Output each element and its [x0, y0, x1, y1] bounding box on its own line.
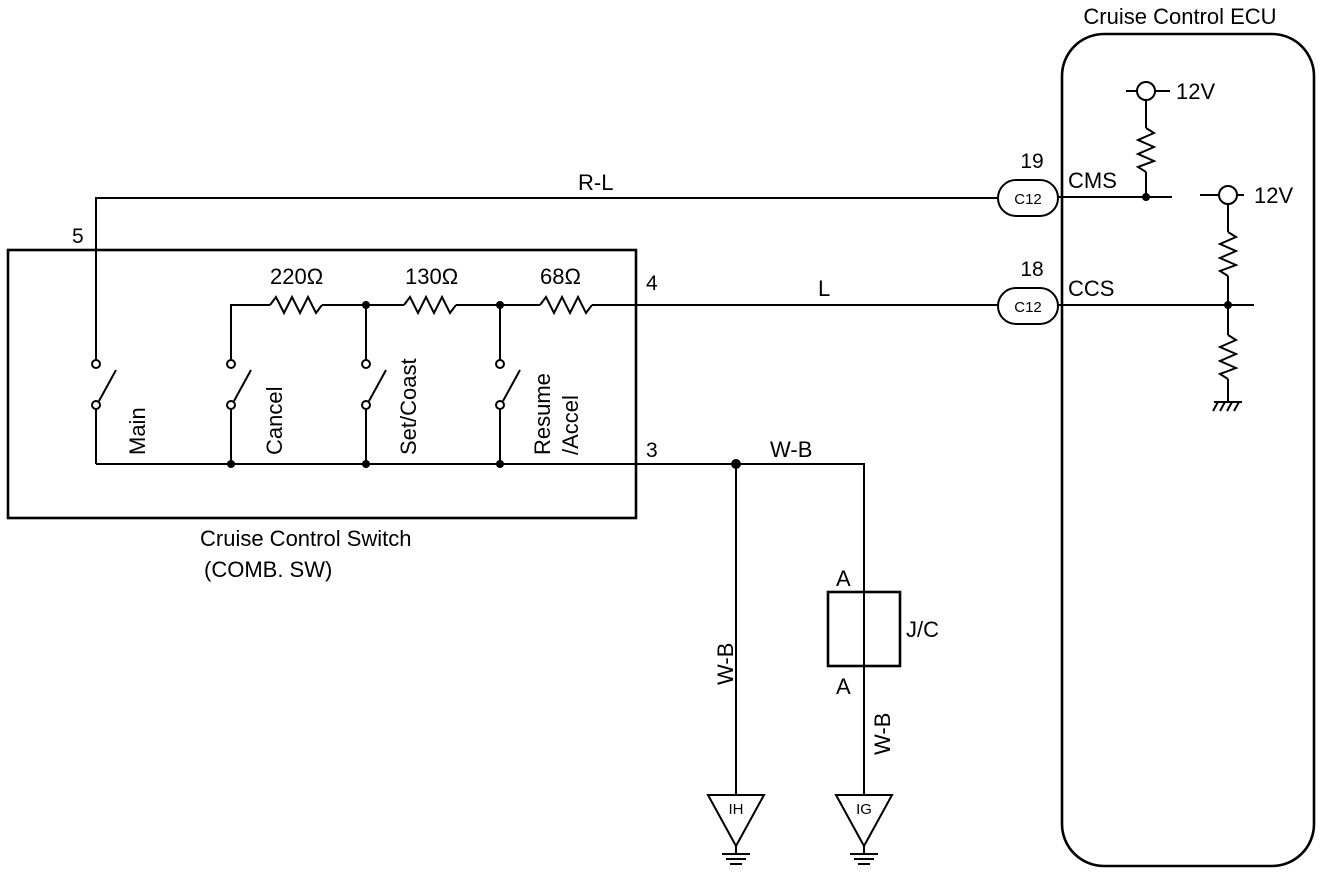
- main-switch: [91, 359, 117, 464]
- wire-w-b-right-label: W-B: [870, 713, 895, 755]
- ground-point-ig: IG: [834, 794, 894, 865]
- jc-pin-bottom: A: [836, 674, 851, 699]
- ecu-supply2-label: 12V: [1254, 183, 1293, 208]
- cancel-switch: [226, 359, 252, 464]
- resistor-68-ohm: [539, 294, 593, 316]
- wire-l-label: L: [818, 276, 830, 301]
- switch-label-cancel: Cancel: [262, 387, 287, 455]
- switch-label-set-coast: Set/Coast: [396, 358, 421, 455]
- connector-c12-pin19: C12 19: [997, 150, 1059, 217]
- ground-icon: [850, 853, 878, 865]
- resistor-130-ohm: [403, 294, 457, 316]
- switch-box: [6, 248, 638, 520]
- ecu-ccs-junction: [1224, 301, 1232, 309]
- wire-w-b-top-label: W-B: [770, 437, 812, 462]
- cruise-control-switch: 5 4 3 Cruise Control Switch (COMB. SW) 2…: [6, 225, 736, 582]
- switch-label-resume: Resume: [530, 373, 555, 455]
- wire-w-b-top: [736, 463, 865, 592]
- ecu-cms-junction: [1142, 193, 1150, 201]
- switch-label-main: Main: [125, 407, 150, 455]
- switch-box-title: Cruise Control Switch: [200, 526, 412, 551]
- ecu-supply1-terminal: [1136, 81, 1156, 101]
- switch-pin-5: 5: [72, 225, 84, 248]
- ecu-ccs-label: CCS: [1068, 276, 1114, 301]
- ecu-box: [1060, 32, 1316, 868]
- ecu-supply2-terminal: [1218, 185, 1238, 205]
- bus-junction: [362, 460, 370, 468]
- resistor-220-label: 220Ω: [270, 264, 323, 289]
- ecu-divider-upper-resistor: [1217, 231, 1239, 277]
- wire-r-l: [95, 197, 998, 250]
- resume-accel-switch: [495, 359, 521, 464]
- connector-pin-number: 19: [1020, 150, 1043, 173]
- ecu-supply1-label: 12V: [1176, 79, 1215, 104]
- bus-junction: [496, 460, 504, 468]
- ground-point-label: IG: [856, 801, 872, 818]
- ground-point-ih: IH: [706, 794, 766, 865]
- ecu-pullup-resistor-cms: [1135, 127, 1157, 173]
- connector-code: C12: [1014, 299, 1042, 316]
- connector-c12-pin18: C12 18: [997, 258, 1059, 325]
- ground-icon: [722, 853, 750, 865]
- set-coast-switch: [361, 359, 387, 464]
- resistor-68-label: 68Ω: [540, 264, 581, 289]
- junction-connector: J/C A A: [826, 566, 939, 699]
- cruise-control-ecu: Cruise Control ECU 12V CMS 12V CCS: [1058, 4, 1316, 868]
- switch-pin-3: 3: [646, 439, 658, 462]
- ladder-top-wire: [230, 304, 270, 360]
- switch-pin-4: 4: [646, 272, 658, 295]
- ecu-chassis-ground-icon: [1212, 401, 1242, 412]
- ground-point-label: IH: [729, 801, 744, 818]
- ecu-title: Cruise Control ECU: [1083, 4, 1276, 29]
- switch-label-accel: /Accel: [558, 395, 583, 455]
- bus-junction: [227, 460, 235, 468]
- wire-r-l-label: R-L: [578, 170, 613, 195]
- connector-pin-number: 18: [1020, 258, 1043, 281]
- connector-code: C12: [1014, 191, 1042, 208]
- jc-pin-top: A: [836, 566, 851, 591]
- ecu-cms-label: CMS: [1068, 168, 1117, 193]
- resistor-220-ohm: [269, 294, 323, 316]
- jc-label: J/C: [906, 617, 939, 642]
- ecu-divider-lower-resistor: [1217, 334, 1239, 380]
- wire-w-b-left-label: W-B: [713, 643, 738, 685]
- resistor-130-label: 130Ω: [405, 264, 458, 289]
- switch-box-subtitle: (COMB. SW): [204, 557, 332, 582]
